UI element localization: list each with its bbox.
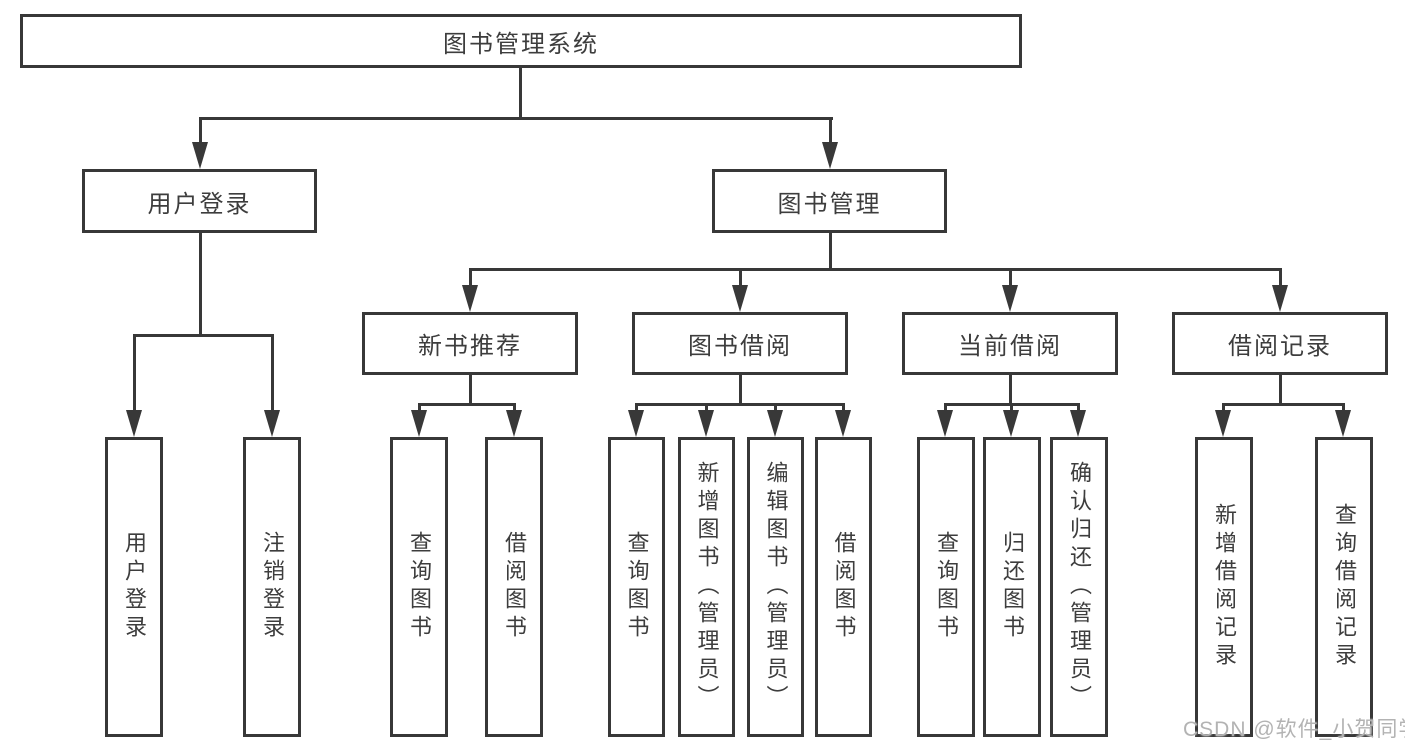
connector-line [944, 403, 947, 415]
node-label: 当前借阅 [958, 333, 1062, 360]
leaf-confirm-return-admin: 确认归还（管理员） [1050, 437, 1108, 737]
arrowhead-icon [1272, 285, 1288, 312]
connector-line [418, 403, 516, 406]
arrowhead-icon [698, 410, 714, 437]
connector-line [1009, 373, 1012, 406]
arrowhead-icon [767, 410, 783, 437]
node-label: 查询图书 [934, 531, 959, 643]
arrowhead-icon [126, 410, 142, 437]
leaf-borrow-books-2: 借阅图书 [815, 437, 872, 737]
node-label: 图书管理 [777, 190, 882, 218]
arrowhead-icon [1215, 410, 1231, 437]
connector-line [519, 66, 522, 120]
csdn-watermark: CSDN @软件_小贺同学 [1183, 718, 1405, 741]
connector-line [1010, 403, 1013, 415]
leaf-edit-books-admin: 编辑图书（管理员） [747, 437, 804, 737]
connector-line [199, 231, 202, 337]
node-label: 编辑图书（管理员） [763, 461, 789, 713]
connector-line [739, 373, 742, 406]
connector-line [1077, 403, 1080, 415]
arrowhead-icon [628, 410, 644, 437]
connector-line [469, 268, 472, 290]
connector-line [1342, 403, 1345, 415]
connector-line [469, 268, 1282, 271]
connector-line [469, 373, 472, 406]
connector-line [133, 334, 274, 337]
arrowhead-icon [506, 410, 522, 437]
connector-line [774, 403, 777, 415]
connector-line [1009, 268, 1012, 290]
arrowhead-icon [264, 410, 280, 437]
leaf-add-borrow-record: 新增借阅记录 [1195, 437, 1253, 737]
node-label: 用户登录 [122, 531, 147, 643]
leaf-query-books-1: 查询图书 [390, 437, 448, 737]
connector-line [199, 117, 833, 120]
arrowhead-icon [822, 142, 838, 169]
leaf-add-books-admin: 新增图书（管理员） [678, 437, 735, 737]
node-label: 查询图书 [407, 531, 432, 643]
connector-line [829, 231, 832, 271]
leaf-return-books: 归还图书 [983, 437, 1041, 737]
node-label: 借阅图书 [502, 531, 527, 643]
arrowhead-icon [835, 410, 851, 437]
node-current-borrow: 当前借阅 [902, 312, 1118, 375]
node-label: 注销登录 [260, 531, 285, 643]
node-label: 图书借阅 [688, 333, 792, 360]
connector-line [829, 117, 832, 147]
leaf-query-books-2: 查询图书 [608, 437, 665, 737]
arrowhead-icon [1335, 410, 1351, 437]
connector-line [513, 403, 516, 415]
connector-line [1222, 403, 1225, 415]
arrowhead-icon [1070, 410, 1086, 437]
node-user-login-branch: 用户登录 [82, 169, 317, 233]
node-book-management-branch: 图书管理 [712, 169, 947, 233]
connector-line [1222, 403, 1345, 406]
node-label: 确认归还（管理员） [1067, 461, 1092, 713]
node-label: 借阅图书 [831, 531, 857, 643]
arrowhead-icon [1003, 410, 1019, 437]
node-label: 查询图书 [624, 531, 650, 643]
connector-line [1279, 373, 1282, 406]
leaf-query-borrow-record: 查询借阅记录 [1315, 437, 1373, 737]
arrowhead-icon [1002, 285, 1018, 312]
arrowhead-icon [411, 410, 427, 437]
connector-line [133, 334, 136, 414]
connector-line [1279, 268, 1282, 290]
arrowhead-icon [732, 285, 748, 312]
leaf-query-books-3: 查询图书 [917, 437, 975, 737]
node-label: 借阅记录 [1228, 333, 1332, 360]
node-borrow-records: 借阅记录 [1172, 312, 1388, 375]
arrowhead-icon [192, 142, 208, 169]
node-label: 新增借阅记录 [1212, 503, 1237, 671]
node-label: 归还图书 [1000, 531, 1025, 643]
node-label: 图书管理系统 [443, 30, 599, 58]
connector-line [635, 403, 638, 415]
node-label: 新增图书（管理员） [694, 461, 720, 713]
connector-line [705, 403, 708, 415]
node-root-library-system: 图书管理系统 [20, 14, 1022, 68]
leaf-user-login: 用户登录 [105, 437, 163, 737]
leaf-logout: 注销登录 [243, 437, 301, 737]
leaf-borrow-books-1: 借阅图书 [485, 437, 543, 737]
connector-line [199, 117, 202, 147]
connector-line [842, 403, 845, 415]
node-book-borrow: 图书借阅 [632, 312, 848, 375]
connector-line [418, 403, 421, 415]
arrowhead-icon [937, 410, 953, 437]
node-label: 用户登录 [147, 190, 252, 218]
node-label: 新书推荐 [418, 333, 522, 360]
connector-line [635, 403, 844, 406]
node-new-book-recommend: 新书推荐 [362, 312, 578, 375]
node-label: 查询借阅记录 [1332, 503, 1357, 671]
arrowhead-icon [462, 285, 478, 312]
connector-line [739, 268, 742, 290]
connector-line [271, 334, 274, 414]
